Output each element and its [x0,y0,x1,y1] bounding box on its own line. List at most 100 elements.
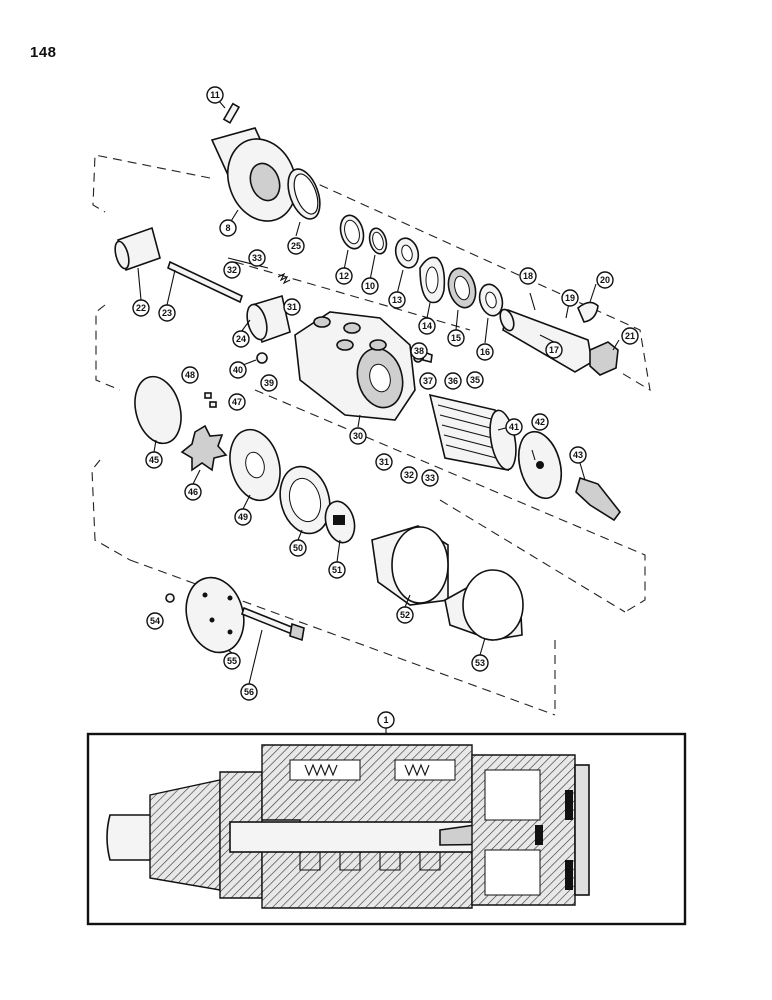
part-56-bolt [241,606,305,642]
callout-label: 48 [185,370,195,380]
part-47-48-pins [204,392,217,408]
callout-label: 51 [332,565,342,575]
callout-36: 36 [444,372,462,390]
callout-label: 10 [365,281,375,291]
part-13-washer [394,237,420,269]
part-15-bearing [447,267,477,309]
callout-label: 49 [238,512,248,522]
callout-16: 16 [476,343,494,361]
callout-label: 18 [523,271,533,281]
callout-label: 32 [404,470,414,480]
part-23-pin [167,260,243,304]
callout-label: 35 [470,375,480,385]
callout-label: 19 [565,293,575,303]
callout-label: 56 [244,687,254,697]
part-12-ring [339,214,365,250]
callout-label: 33 [252,253,262,263]
callout-51: 51 [328,561,346,579]
callout-label: 36 [448,376,458,386]
part-16-washer [478,283,504,317]
callout-11: 11 [206,86,224,104]
callout-label: 1 [383,715,388,725]
part-14-seal [419,256,446,304]
callout-label: 17 [549,345,559,355]
part-42-spacer-plate [517,430,563,500]
callout-label: 22 [136,303,146,313]
callout-23: 23 [158,304,176,322]
part-8-mounting-flange [210,127,297,222]
callout-39: 39 [260,374,278,392]
callout-49: 49 [234,508,252,526]
callout-label: 32 [227,265,237,275]
callout-32-upper: 32 [223,261,241,279]
callout-label: 11 [210,90,220,100]
part-41-spool [428,393,517,472]
part-25-seal-ring [287,168,321,220]
part-11-capscrew [222,102,241,124]
callout-14: 14 [418,317,436,335]
callout-label: 25 [291,241,301,251]
callout-label: 23 [162,308,172,318]
callout-10: 10 [361,277,379,295]
callout-label: 54 [150,616,160,626]
part-22-sleeve [114,226,161,272]
part-10-ring [368,227,388,255]
callout-13: 13 [388,291,406,309]
callout-19: 19 [561,289,579,307]
page-number: 148 [30,44,57,61]
callout-24: 24 [232,330,250,348]
callout-label: 50 [293,543,303,553]
callout-21: 21 [621,327,639,345]
callout-label: 47 [232,397,242,407]
callout-37: 37 [419,372,437,390]
part-49-plate [229,428,281,502]
callout-31-upper: 31 [283,298,301,316]
part-31-spring-upper [277,272,291,285]
callout-label: 42 [535,417,545,427]
callout-label: 31 [287,302,297,312]
callout-18: 18 [519,267,537,285]
callout-42: 42 [531,413,549,431]
part-46-star-rotor [180,424,228,472]
part-30-housing [294,311,416,421]
callout-label: 38 [414,346,424,356]
part-55-end-cap [185,576,245,654]
callout-40: 40 [229,361,247,379]
callout-label: 40 [233,365,243,375]
callout-label: 55 [227,656,237,666]
callout-35: 35 [466,371,484,389]
callout-38: 38 [410,342,428,360]
callout-45: 45 [145,451,163,469]
part-54-washer [165,593,175,603]
callout-label: 16 [480,347,490,357]
part-40-plug [256,352,268,364]
callout-1: 1 [377,711,395,729]
callout-label: 8 [225,223,230,233]
callout-12: 12 [335,267,353,285]
part-17-input-shaft [499,308,593,373]
callout-label: 15 [451,333,461,343]
part-24-bushing [246,294,291,344]
callout-56: 56 [240,683,258,701]
callout-32-lower: 32 [400,466,418,484]
callout-label: 21 [625,331,635,341]
callout-55: 55 [223,652,241,670]
callout-50: 50 [289,539,307,557]
callout-48: 48 [181,366,199,384]
callout-33-lower: 33 [421,469,439,487]
callout-label: 52 [400,610,410,620]
callout-label: 39 [264,378,274,388]
callout-label: 31 [379,457,389,467]
callout-label: 45 [149,455,159,465]
callout-47: 47 [228,393,246,411]
callout-31-lower: 31 [375,453,393,471]
leader-lines [137,100,620,685]
callout-label: 41 [509,422,519,432]
callout-label: 46 [188,487,198,497]
part-43-drive [575,476,622,522]
callout-33-upper: 33 [248,249,266,267]
callout-22: 22 [132,299,150,317]
part-50-gerotor-ring [279,465,331,535]
callout-label: 33 [425,473,435,483]
